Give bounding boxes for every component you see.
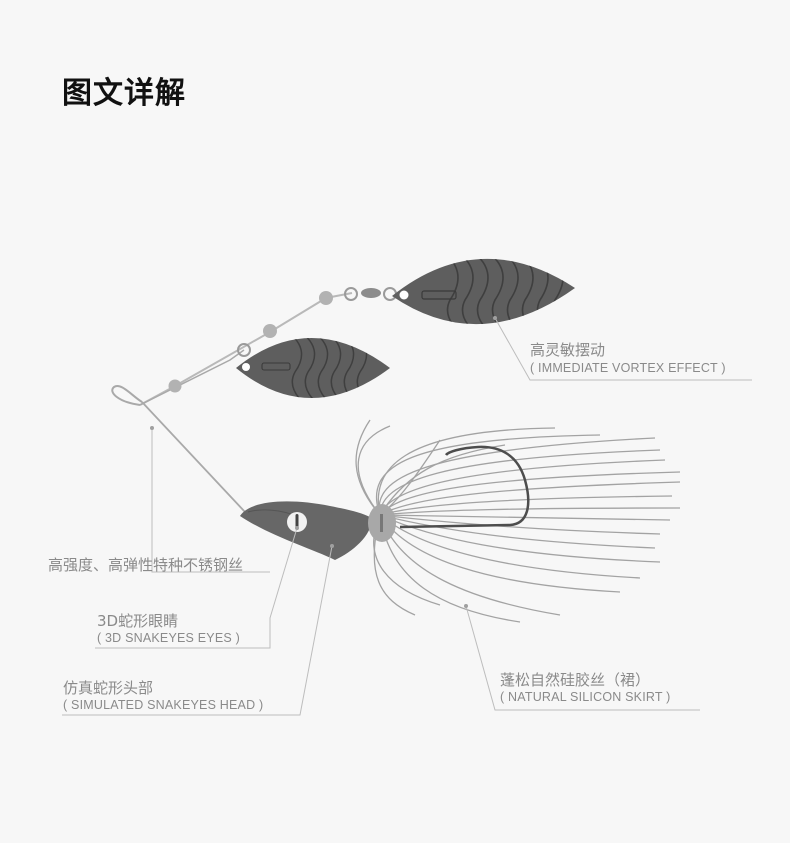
large-willow-blade	[392, 258, 575, 325]
label-skirt-cn: 蓬松自然硅胶丝（裙）	[500, 671, 651, 689]
label-eyes-en: ( 3D SNAKEYES EYES )	[97, 631, 240, 645]
wire-arm	[111, 287, 397, 513]
bead	[319, 291, 333, 305]
bead	[168, 379, 182, 393]
label-skirt-en: ( NATURAL SILICON SKIRT )	[500, 690, 671, 704]
small-willow-blade	[236, 338, 390, 398]
bead	[263, 324, 277, 338]
label-vortex-en: ( IMMEDIATE VORTEX EFFECT )	[530, 361, 726, 375]
label-head-cn: 仿真蛇形头部	[63, 679, 154, 697]
label-vortex-cn: 高灵敏摆动	[530, 341, 606, 359]
label-wire-cn: 高强度、高弹性特种不锈钢丝	[48, 556, 244, 574]
snake-head	[240, 501, 396, 560]
page-title: 图文详解	[62, 76, 186, 111]
hook	[399, 445, 530, 529]
label-head-en: ( SIMULATED SNAKEYES HEAD )	[63, 698, 264, 712]
silicone-skirt	[355, 419, 681, 623]
label-eyes-cn: 3D蛇形眼睛	[97, 612, 179, 630]
leader-lines	[62, 317, 752, 716]
